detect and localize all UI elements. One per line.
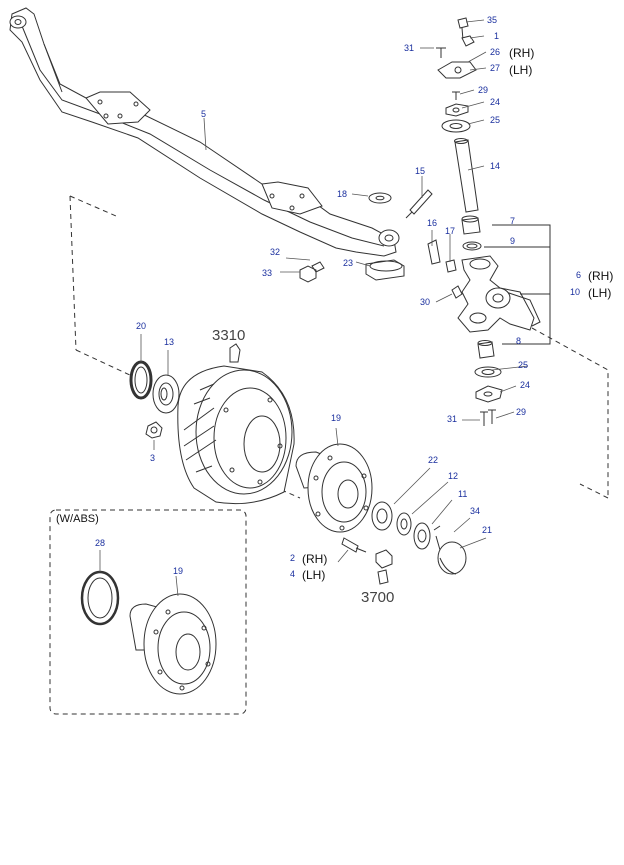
section-ref-tag-drum — [229, 343, 241, 363]
lh-label-knuckle: (LH) — [588, 286, 612, 300]
part-35-label[interactable]: 35 — [487, 15, 498, 25]
part-29-top-label[interactable]: 29 — [478, 85, 489, 95]
part-24-top-label[interactable]: 24 — [490, 97, 501, 107]
thrust-bearing — [365, 189, 433, 281]
lh-label-top: (LH) — [509, 63, 533, 77]
part-10-label[interactable]: 10 — [570, 287, 581, 297]
brake-drum — [177, 365, 295, 505]
abs-wheel-hub — [129, 575, 217, 695]
part-27-label[interactable]: 27 — [490, 63, 501, 73]
bushing-upper — [461, 215, 482, 251]
part-25-top-label[interactable]: 25 — [490, 115, 501, 125]
part-18-label[interactable]: 18 — [337, 189, 348, 199]
part-30-label[interactable]: 30 — [420, 297, 431, 307]
steering-knuckle — [457, 255, 541, 333]
abs-variant-box — [49, 509, 247, 715]
part-34-label[interactable]: 34 — [470, 506, 481, 516]
kingpin — [454, 138, 479, 213]
kingpin-bottom-group — [474, 340, 503, 426]
leader-lines — [140, 19, 529, 563]
part-15-label[interactable]: 15 — [415, 166, 426, 176]
nut-and-bolts — [299, 239, 463, 299]
part-21-label[interactable]: 21 — [482, 525, 493, 535]
rh-label-knuckle: (RH) — [588, 269, 614, 283]
part-23-label[interactable]: 23 — [343, 258, 354, 268]
front-axle-beam — [9, 7, 400, 257]
part-19-abs-label[interactable]: 19 — [173, 566, 184, 576]
section-ref-3700[interactable]: 3700 — [361, 589, 395, 606]
drum-bolt — [145, 421, 163, 439]
rh-label-bolt: (RH) — [302, 552, 328, 566]
part-1-label[interactable]: 1 — [494, 31, 500, 41]
part-13-label[interactable]: 13 — [164, 337, 175, 347]
part-8-label[interactable]: 8 — [516, 336, 522, 346]
part-16-label[interactable]: 16 — [427, 218, 438, 228]
part-19-label[interactable]: 19 — [331, 413, 342, 423]
hub-bolt — [341, 537, 393, 585]
part-3-label[interactable]: 3 — [150, 453, 156, 463]
washer — [396, 512, 412, 536]
part-32-label[interactable]: 32 — [270, 247, 281, 257]
hub-cap — [437, 541, 467, 575]
part-29-bottom-label[interactable]: 29 — [516, 407, 527, 417]
part-12-label[interactable]: 12 — [448, 471, 459, 481]
part-9-label[interactable]: 9 — [510, 236, 516, 246]
oil-seal — [129, 360, 153, 400]
callout-bracket — [484, 224, 551, 345]
part-20-label[interactable]: 20 — [136, 321, 147, 331]
abs-variant-title: (W/ABS) — [56, 513, 99, 525]
part-4-label[interactable]: 4 — [290, 569, 296, 579]
kingpin-top-group — [436, 17, 477, 133]
part-28-label[interactable]: 28 — [95, 538, 106, 548]
part-17-label[interactable]: 17 — [445, 226, 456, 236]
wheel-hub — [295, 443, 373, 533]
section-ref-3310[interactable]: 3310 — [212, 327, 246, 344]
part-6-label[interactable]: 6 — [576, 270, 582, 280]
hub-nut — [413, 522, 431, 550]
part-7-label[interactable]: 7 — [510, 216, 516, 226]
lh-label-bolt: (LH) — [302, 568, 326, 582]
abs-tone-ring — [80, 550, 120, 626]
part-22-label[interactable]: 22 — [428, 455, 439, 465]
part-14-label[interactable]: 14 — [490, 161, 501, 171]
outer-bearing — [371, 501, 393, 531]
inner-bearing — [152, 374, 180, 414]
part-31-top-label[interactable]: 31 — [404, 43, 415, 53]
part-31-bottom-label[interactable]: 31 — [447, 414, 458, 424]
rh-label-top: (RH) — [509, 46, 535, 60]
part-2-label[interactable]: 2 — [290, 553, 296, 563]
part-25-bottom-label[interactable]: 25 — [518, 360, 529, 370]
part-11-label[interactable]: 11 — [458, 489, 468, 499]
part-5-label[interactable]: 5 — [201, 109, 207, 119]
part-24-bottom-label[interactable]: 24 — [520, 380, 531, 390]
part-26-label[interactable]: 26 — [490, 47, 501, 57]
part-33-label[interactable]: 33 — [262, 268, 273, 278]
